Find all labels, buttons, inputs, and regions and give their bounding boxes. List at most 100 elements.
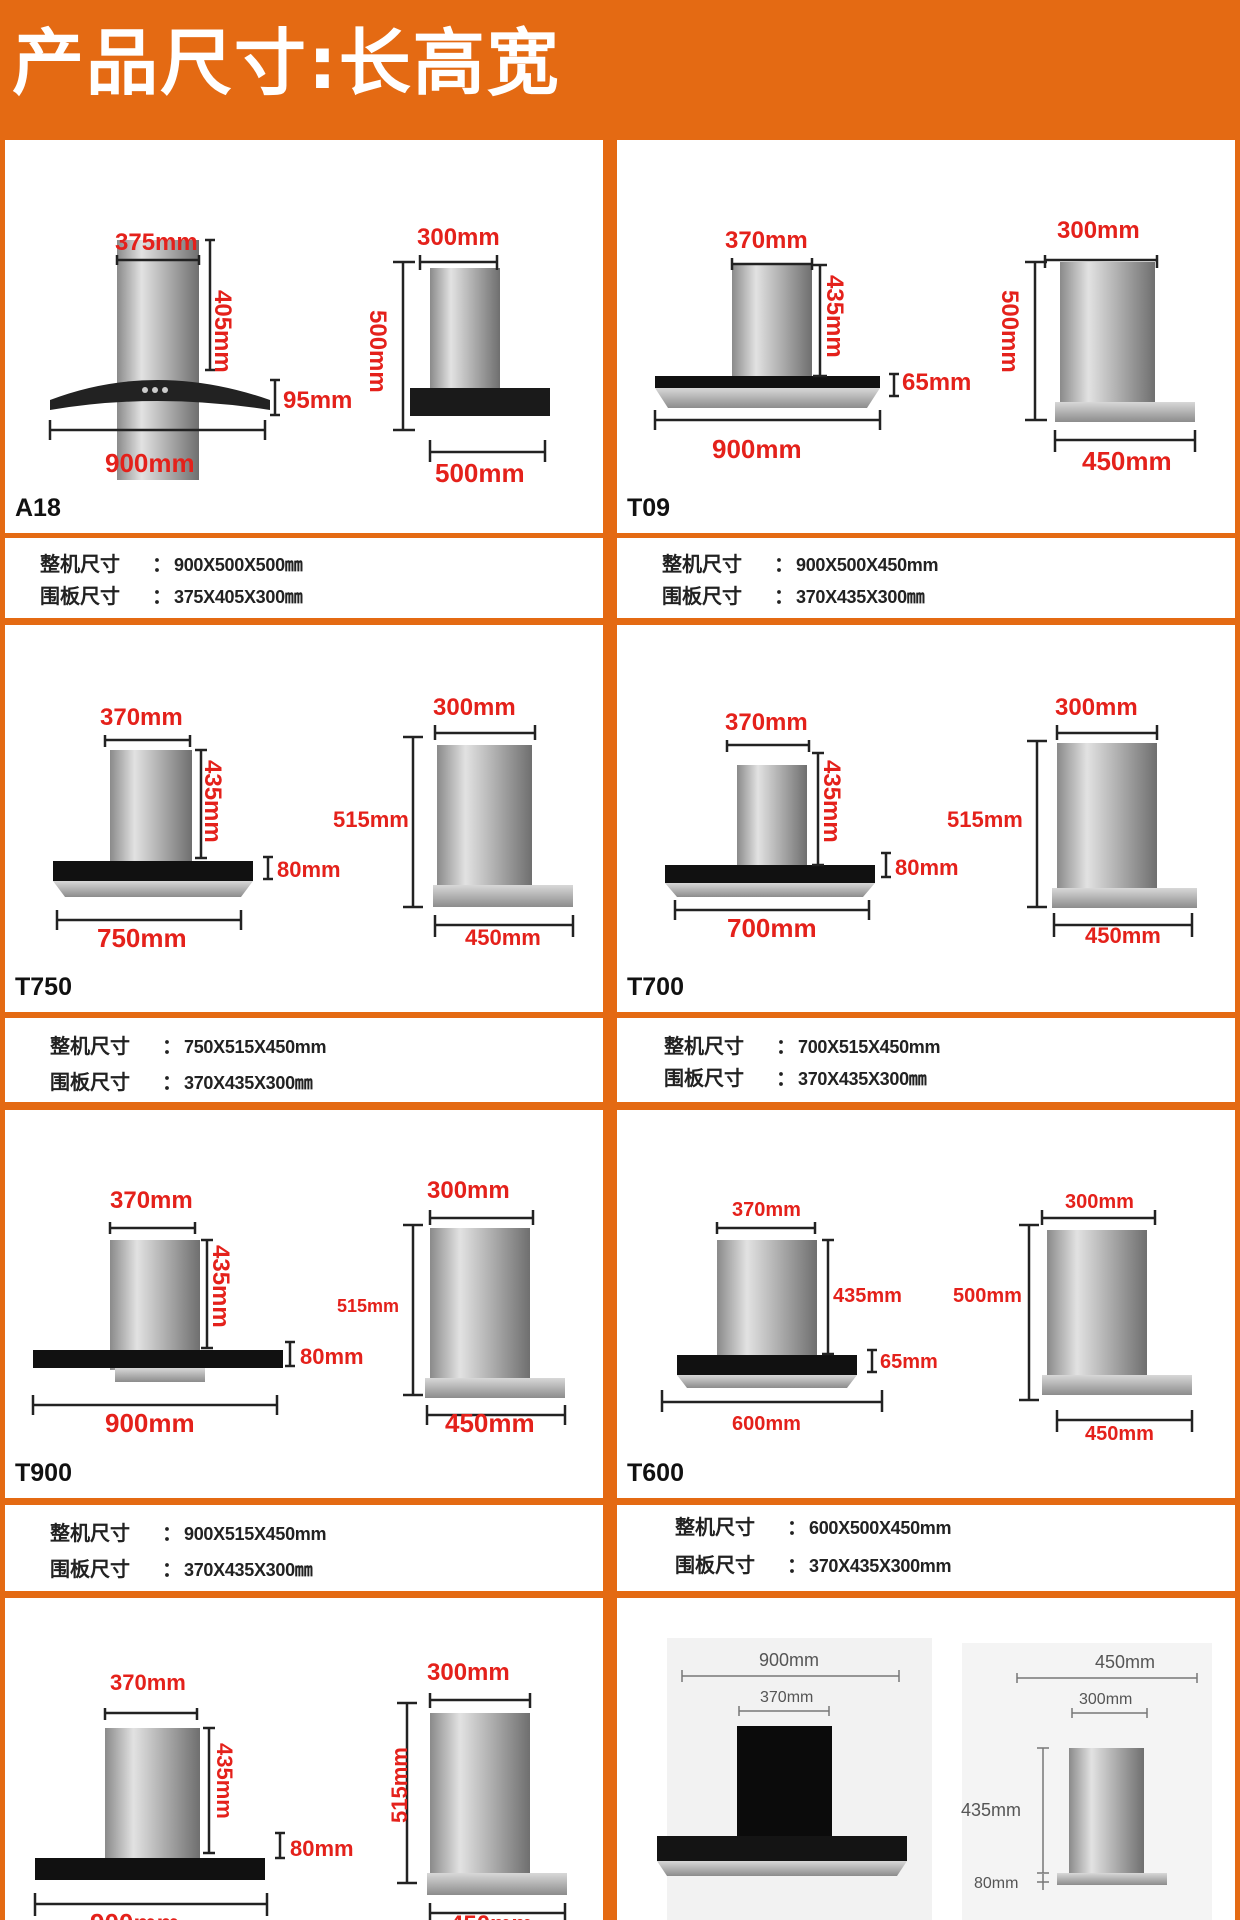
dim-top: 370mm <box>725 227 808 254</box>
chimney-front <box>105 1728 200 1858</box>
dim-side-top: 300mm <box>1055 694 1138 721</box>
dim-side-height: 515mm <box>387 1747 412 1823</box>
spec-panel-row: 围板尺寸：375X405X300㎜ <box>40 584 303 608</box>
dim-width: 900mm <box>90 1908 180 1920</box>
dim-top: 370mm <box>100 704 183 731</box>
spec-panel-row: 围板尺寸：370X435X300㎜ <box>50 1070 313 1094</box>
chimney-front <box>737 1726 832 1836</box>
hood-side <box>1057 1873 1167 1885</box>
dim-side-bottom: 500mm <box>435 458 525 488</box>
spec-box-t600: 整机尺寸：600X500X450mm 围板尺寸：370X435X300mm <box>617 1505 1235 1591</box>
dim-height: 435mm <box>821 275 848 358</box>
dim-height: 435mm <box>207 1245 234 1328</box>
spec-panel-value: 370X435X300mm <box>809 1556 952 1576</box>
model-label: T09 <box>627 494 671 522</box>
hood-base <box>657 1861 907 1876</box>
dim-lower: 80mm <box>895 855 959 880</box>
spec-whole-value: 900X500X450mm <box>796 555 939 575</box>
dim-lower: 80mm <box>290 1836 354 1861</box>
hood-panel <box>33 1350 283 1368</box>
chimney-front <box>110 1240 200 1370</box>
spec-whole-row: 整机尺寸：700X515X450mm <box>664 1034 941 1058</box>
hood-dimension-diagram: 370mm 435mm 65mm 900mm 300mm 500mm 450mm <box>653 217 1197 476</box>
chimney-side <box>1060 262 1155 402</box>
dim-side-top: 300mm <box>433 694 516 721</box>
dim-side-height: 500mm <box>996 290 1023 373</box>
chimney-side <box>437 745 532 885</box>
dim-side-lower: 80mm <box>974 1875 1018 1892</box>
product-card-8: 900mm 370mm 450mm 300mm 435mm 80mm <box>617 1598 1235 1920</box>
hood-dimension-diagram: 370mm 435mm 80mm 900mm 300mm 515mm 450mm <box>31 1177 567 1438</box>
page-title: 产品尺寸:长高宽 <box>12 21 561 105</box>
dim-lower: 65mm <box>880 1351 938 1373</box>
spec-whole-value: 750X515X450mm <box>184 1037 327 1057</box>
dim-top: 370mm <box>725 709 808 736</box>
spec-panel-row: 围板尺寸：370X435X300mm <box>675 1553 952 1577</box>
hood-dimension-diagram: 370mm 435mm 80mm 900mm 300mm 515mm 450mm <box>33 1659 567 1920</box>
hood-panel <box>53 861 253 881</box>
model-label: T700 <box>627 973 684 1001</box>
chimney-front <box>732 265 812 383</box>
hood-dimension-diagram: 375mm 405mm 95mm 900mm 300mm 500mm 500mm <box>48 224 550 488</box>
hood-side <box>1052 888 1197 908</box>
product-card-t700: 370mm 435mm 80mm 700mm 300mm 515mm 450mm… <box>617 625 1235 1012</box>
dim-width: 750mm <box>97 923 187 953</box>
dim-side-height: 500mm <box>364 310 391 393</box>
dim-side-bottom: 450mm <box>1095 1652 1155 1672</box>
hood-base <box>115 1368 205 1382</box>
dim-side-height: 515mm <box>947 807 1023 832</box>
dim-width: 700mm <box>727 913 817 943</box>
dim-side-top: 300mm <box>1057 217 1140 244</box>
hood-glass <box>50 380 270 410</box>
dim-height: 435mm <box>833 1285 902 1307</box>
dim-side-bottom: 450mm <box>465 925 541 950</box>
dim-side-top: 300mm <box>427 1659 510 1686</box>
spec-whole-value: 600X500X450mm <box>809 1518 952 1538</box>
chimney-side <box>430 1228 530 1378</box>
hood-panel <box>655 376 880 388</box>
hood-base <box>655 388 880 408</box>
dim-side-top: 300mm <box>427 1177 510 1204</box>
dim-side-top: 300mm <box>417 224 500 251</box>
dim-side-height: 515mm <box>333 807 409 832</box>
hood-base <box>665 883 875 897</box>
spec-whole-row: 整机尺寸：600X500X450mm <box>675 1515 952 1539</box>
spec-box-a18: 整机尺寸：900X500X500㎜ 围板尺寸：375X405X300㎜ <box>5 538 603 618</box>
dim-height: 405mm <box>209 290 236 373</box>
chimney-side <box>1057 743 1157 888</box>
spec-box-t750: 整机尺寸：750X515X450mm 围板尺寸：370X435X300㎜ <box>5 1018 603 1102</box>
product-card-t600: 370mm 435mm 65mm 600mm 300mm 500mm 450mm… <box>617 1110 1235 1498</box>
spec-whole-row: 整机尺寸：900X515X450mm <box>50 1521 327 1545</box>
dim-height: 435mm <box>818 760 845 843</box>
dim-top: 370mm <box>110 1187 193 1214</box>
hood-side <box>433 885 573 907</box>
hood-panel <box>35 1858 265 1880</box>
dim-side-bottom: 450mm <box>1082 446 1172 476</box>
spec-panel-value: 370X435X300㎜ <box>796 587 925 607</box>
dim-top: 375mm <box>115 229 198 256</box>
spec-whole-row: 整机尺寸：900X500X500㎜ <box>40 552 303 576</box>
dim-width: 600mm <box>732 1413 801 1435</box>
chimney-side <box>1069 1748 1144 1873</box>
spec-panel-row: 围板尺寸：370X435X300㎜ <box>50 1557 313 1581</box>
product-card-a18: 375mm 405mm 95mm 900mm 300mm 500mm 500mm… <box>5 140 603 533</box>
model-label: T750 <box>15 973 72 1001</box>
hood-side <box>427 1873 567 1895</box>
dim-width: 900mm <box>712 434 802 464</box>
dim-width: 900mm <box>759 1650 819 1670</box>
product-card-t900: 370mm 435mm 80mm 900mm 300mm 515mm 450mm… <box>5 1110 603 1498</box>
spec-whole-value: 700X515X450mm <box>798 1037 941 1057</box>
hood-panel <box>677 1355 857 1375</box>
hood-panel <box>665 865 875 883</box>
hood-dimension-diagram: 370mm 435mm 80mm 700mm 300mm 515mm 450mm <box>665 694 1197 948</box>
chimney-side <box>430 268 500 388</box>
chimney-side <box>1047 1230 1147 1375</box>
dim-lower: 80mm <box>300 1344 364 1369</box>
dim-lower: 65mm <box>902 369 971 396</box>
hood-panel <box>657 1836 907 1861</box>
dim-height: 435mm <box>212 1743 237 1819</box>
spec-panel-value: 370X435X300㎜ <box>184 1560 313 1580</box>
hood-base <box>677 1375 857 1388</box>
dim-side-height: 435mm <box>961 1800 1021 1820</box>
spec-whole-value: 900X500X500㎜ <box>174 555 303 575</box>
